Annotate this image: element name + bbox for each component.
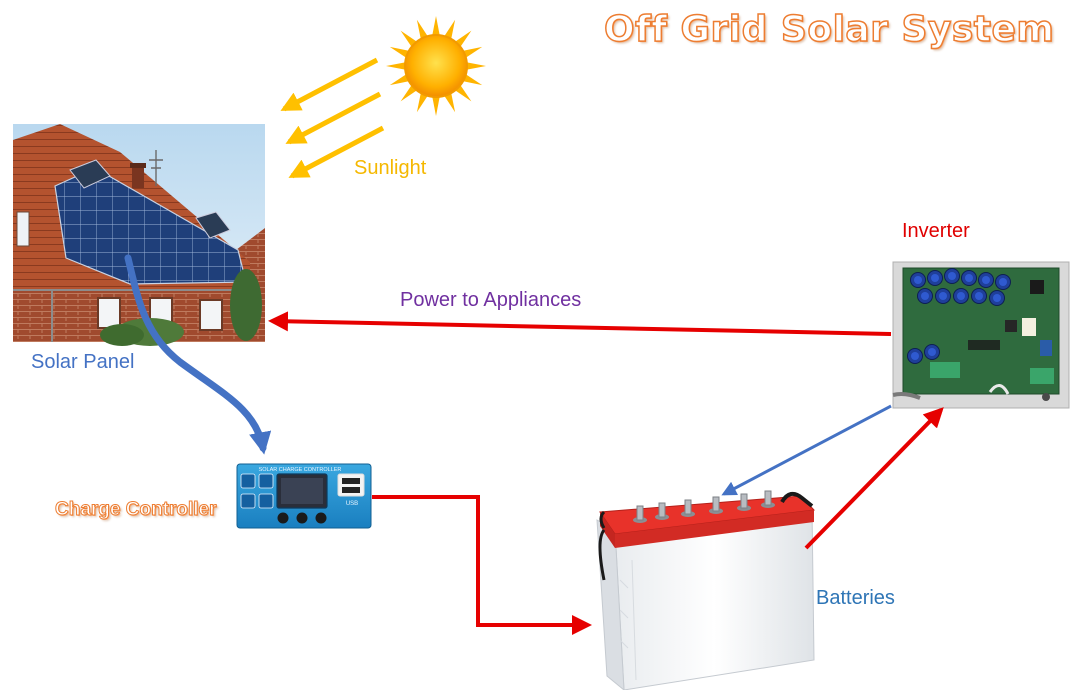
capacitor — [978, 272, 994, 288]
capacitor — [907, 348, 923, 364]
sun-ray — [443, 19, 456, 40]
battery-terminal — [761, 490, 775, 508]
battery-terminal — [737, 493, 751, 511]
sunlight-arrow-1 — [280, 57, 379, 112]
controller-to-battery-arrow — [372, 495, 592, 635]
battery-terminal — [655, 502, 669, 520]
solar-panel-label: Solar Panel — [31, 351, 135, 373]
capacitor — [910, 272, 926, 288]
battery-to-inverter-arrow — [804, 407, 944, 550]
sun-ray — [465, 62, 486, 70]
solar-panel-to-controller-arrow — [124, 254, 272, 455]
battery-terminal — [633, 505, 647, 523]
batteries-label: Batteries — [816, 587, 895, 609]
sunlight-arrow-3 — [288, 125, 385, 179]
battery-terminals — [633, 490, 775, 523]
capacitor — [924, 344, 940, 360]
capacitor — [961, 270, 977, 286]
charge-controller-label: Charge Controller — [55, 499, 218, 520]
diagram-title: Off Grid Solar System — [603, 9, 1055, 50]
sun-ray — [432, 16, 440, 37]
sun-ray — [386, 62, 407, 70]
sunlight-arrows — [280, 57, 385, 179]
controller-usb-text: USB — [346, 501, 358, 507]
capacitor — [953, 288, 969, 304]
sun-ray — [462, 73, 483, 86]
sun-ray — [389, 73, 410, 86]
sun-ray — [462, 46, 483, 59]
capacitor — [971, 288, 987, 304]
battery-terminal — [681, 499, 695, 517]
sun-ray — [416, 92, 429, 113]
house-with-solar-panels-icon — [13, 124, 265, 346]
battery-terminal — [709, 496, 723, 514]
capacitor — [995, 274, 1011, 290]
sun-ray — [389, 46, 410, 59]
power-to-appliances-arrow — [268, 311, 892, 336]
sun-ray — [432, 95, 440, 116]
capacitor — [944, 268, 960, 284]
capacitor — [989, 290, 1005, 306]
battery-icon — [596, 491, 816, 690]
capacitor — [927, 270, 943, 286]
capacitor — [917, 288, 933, 304]
charge-controller-icon: SOLAR CHARGE CONTROLLER USB — [236, 463, 372, 529]
sun-icon — [386, 16, 486, 116]
inverter-label: Inverter — [902, 220, 970, 242]
sunlight-arrow-2 — [285, 91, 382, 145]
sun-ray — [443, 92, 456, 113]
capacitor — [935, 288, 951, 304]
sunlight-label: Sunlight — [354, 157, 427, 179]
inverter-board-icon — [892, 261, 1070, 409]
sun-ray — [416, 19, 429, 40]
power-to-appliances-label: Power to Appliances — [400, 289, 582, 311]
inverter-to-battery-arrow — [721, 404, 892, 496]
controller-header-text: SOLAR CHARGE CONTROLLER — [259, 467, 342, 473]
